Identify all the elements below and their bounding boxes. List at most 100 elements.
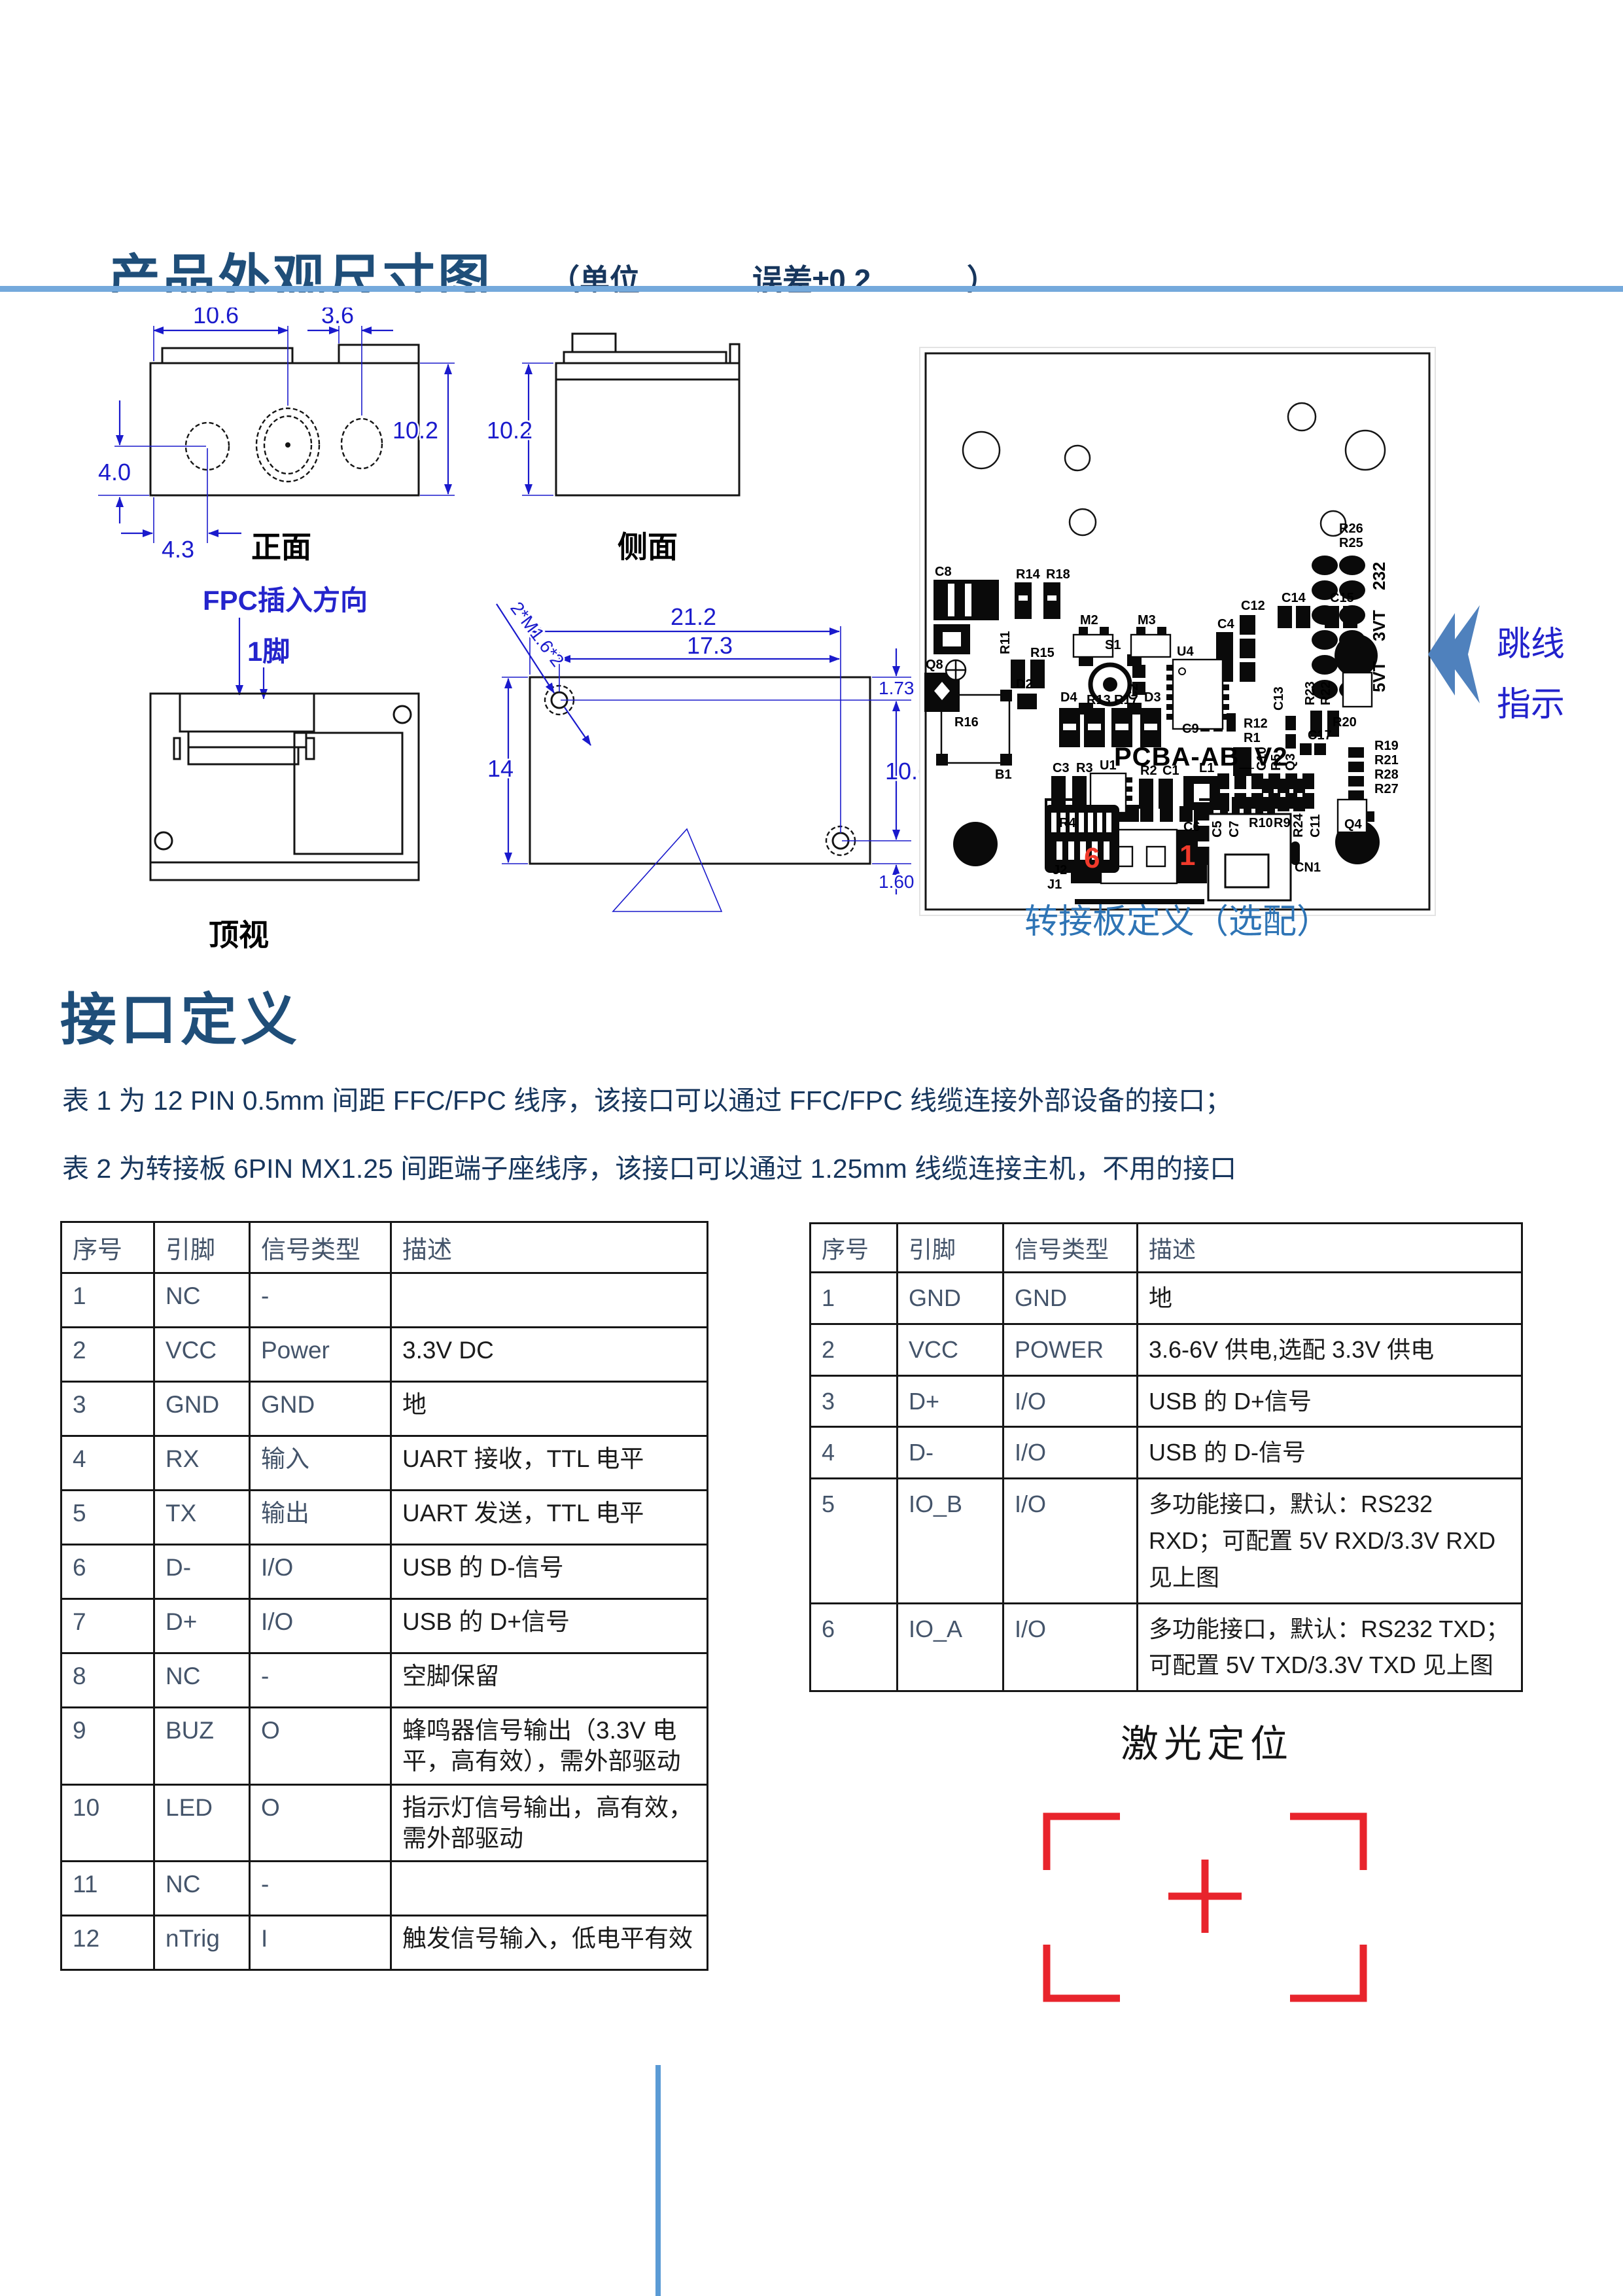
pcb-label-C9: C9 [1182, 722, 1199, 736]
cell-description: UART 发送，TTL 电平 [390, 1489, 708, 1545]
cell-signal-type: - [249, 1860, 392, 1917]
pcb-label-R26: R26 [1339, 521, 1363, 536]
pcb-label-U1: U1 [1100, 758, 1117, 773]
j2-pin1-marker: 1 [1179, 839, 1195, 872]
jumper-pads [1312, 556, 1365, 699]
cell-signal-type: - [249, 1652, 392, 1708]
cell-description: 地 [390, 1381, 708, 1437]
column-header: 信号类型 [1002, 1222, 1138, 1273]
pcb-label-R13: R13 [1087, 693, 1111, 707]
pcb-label-R12: R12 [1244, 716, 1268, 731]
column-header: 信号类型 [249, 1221, 392, 1274]
cell-description: 蜂鸣器信号输出（3.3V 电平，高有效），需外部驱动 [390, 1706, 708, 1786]
column-header: 引脚 [896, 1222, 1004, 1273]
pcb-label-C5: C5 [1210, 821, 1225, 838]
pcb-label-C8: C8 [935, 565, 952, 579]
side-view-label: 侧面 [618, 530, 678, 564]
cell-signal-type: O [249, 1706, 392, 1786]
cell-description: 地 [1136, 1271, 1523, 1325]
cell-pin: D- [153, 1544, 251, 1600]
column-header: 描述 [1136, 1222, 1523, 1273]
cell-index: 6 [809, 1602, 898, 1693]
pcb-label-R14: R14 [1016, 567, 1041, 582]
dim-front-10-2: 10.2 [393, 417, 438, 444]
cell-pin: VCC [896, 1322, 1004, 1377]
pcb-label-M3: M3 [1138, 613, 1156, 627]
cell-pin: IO_A [896, 1602, 1004, 1693]
cell-signal-type: I [249, 1915, 392, 1971]
j2-pin6-marker: 6 [1084, 842, 1100, 874]
pcb-label-R16: R16 [954, 715, 979, 730]
pcb-label-C2: C2 [1126, 683, 1141, 700]
cell-signal-type: 输入 [249, 1435, 392, 1491]
cell-description [390, 1860, 708, 1917]
pcb-label-C13: C13 [1272, 686, 1286, 711]
header-row: 序号引脚信号类型描述 [809, 1222, 1523, 1273]
cell-signal-type: I/O [249, 1544, 392, 1600]
cell-signal-type: I/O [1002, 1477, 1138, 1604]
pcb-label-R18: R18 [1046, 567, 1070, 582]
pcb-label-C6: C6 [1183, 820, 1200, 834]
cell-pin: D- [896, 1426, 1004, 1480]
cell-description: USB 的 D-信号 [390, 1544, 708, 1600]
pcb-label-C7: C7 [1227, 821, 1242, 838]
pcb-label-D2: D2 [1016, 677, 1033, 692]
cell-pin: RX [153, 1435, 251, 1491]
cell-index: 3 [809, 1374, 898, 1428]
paragraph-table2: 表 2 为转接板 6PIN MX1.25 间距端子座线序，该接口可以通过 1.2… [62, 1154, 1237, 1184]
pcb-label-R11: R11 [998, 631, 1013, 654]
cell-description: 指示灯信号输出，高有效，需外部驱动 [390, 1783, 708, 1863]
cell-pin: TX [153, 1489, 251, 1545]
pcb-label-R22: R22 [1319, 681, 1333, 705]
pcb-label-D3: D3 [1144, 690, 1161, 705]
cell-index: 8 [60, 1652, 155, 1708]
cell-description: 多功能接口，默认：RS232 RXD；可配置 5V RXD/3.3V RXD 见… [1136, 1477, 1523, 1604]
cell-index: 5 [60, 1489, 155, 1545]
pcb-label-R25: R25 [1339, 536, 1363, 550]
cell-index: 6 [60, 1544, 155, 1600]
pcb-label-R15: R15 [1030, 646, 1055, 660]
cell-signal-type: GND [249, 1381, 392, 1437]
cell-pin: GND [896, 1271, 1004, 1325]
pcb-label-U4: U4 [1177, 645, 1194, 659]
cell-pin: D+ [896, 1374, 1004, 1428]
dim-mount-14: 14 [487, 755, 514, 782]
jumper-note-line1: 跳线 [1497, 626, 1565, 663]
pcb-label-C4: C4 [1217, 617, 1234, 631]
top-view-drawing: FPC插入方向 1脚 顶视 [149, 585, 420, 952]
jumper-note-line2: 指示 [1497, 686, 1565, 724]
pcb-label-R9: R9 [1274, 816, 1291, 830]
pcb-label-R24: R24 [1291, 813, 1306, 838]
pcb-label-L1: L1 [1199, 761, 1214, 775]
pcb-label-C1: C1 [1162, 764, 1179, 778]
pcb-label-R19: R19 [1374, 739, 1399, 753]
cell-signal-type: I/O [1002, 1374, 1138, 1428]
dim-mount-17-3: 17.3 [687, 632, 733, 659]
cell-index: 2 [809, 1322, 898, 1377]
cell-description: UART 接收，TTL 电平 [390, 1435, 708, 1491]
front-view-label: 正面 [251, 530, 311, 564]
cell-index: 9 [60, 1706, 155, 1786]
cell-description: 3.6-6V 供电,选配 3.3V 供电 [1136, 1322, 1523, 1377]
pcb-label-R17: R17 [1114, 693, 1138, 707]
cell-index: 1 [809, 1271, 898, 1325]
pcb-label-3VT: 3VT [1369, 610, 1389, 641]
cell-index: 11 [60, 1860, 155, 1917]
laser-aim-graphic [1043, 1812, 1367, 2002]
cell-signal-type: - [249, 1272, 392, 1328]
laser-positioning-title: 激光定位 [1120, 1723, 1293, 1765]
cell-signal-type: 输出 [249, 1489, 392, 1545]
cell-index: 12 [60, 1915, 155, 1971]
